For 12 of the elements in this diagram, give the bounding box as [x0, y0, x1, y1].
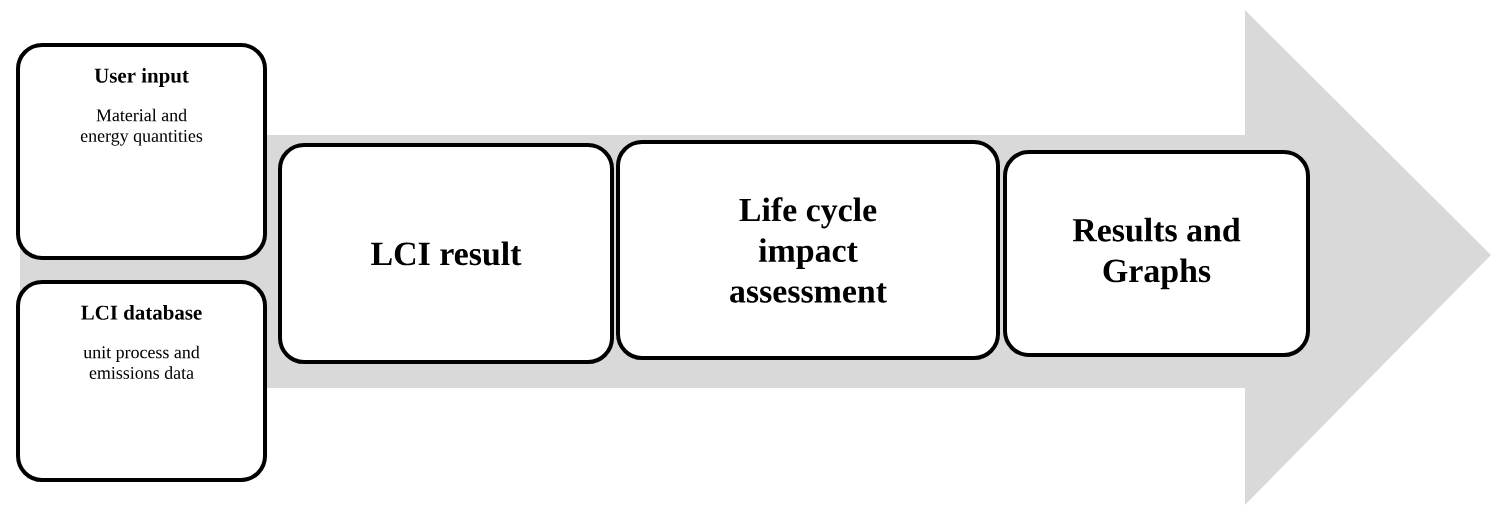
process-box [1003, 150, 1310, 357]
box-description: Material and energy quantities [80, 108, 203, 146]
process-box [16, 43, 267, 260]
box-heading: LCI result [371, 241, 522, 266]
box-heading: Life cycle impact assessment [730, 197, 887, 303]
box-heading: User input [94, 68, 189, 87]
box-description: unit process and emissions data [83, 345, 200, 379]
box-heading: LCI database [81, 305, 202, 320]
process-box [278, 143, 614, 364]
process-box [16, 280, 267, 482]
process-box [616, 140, 1000, 360]
box-heading: Results and Graphs [1072, 217, 1241, 290]
